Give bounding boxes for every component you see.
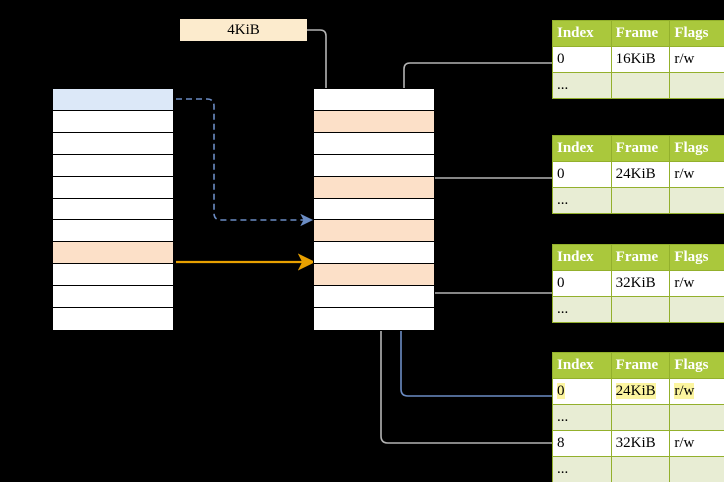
page-table-3-cell — [669, 296, 724, 323]
page-table-3-cell — [610, 296, 671, 323]
wire-pt2-to-frame — [421, 177, 552, 247]
virtual-cell-row-9 — [53, 286, 173, 309]
virtual-cell-row-1 — [53, 110, 173, 133]
page-table-2-row[interactable]: ... — [552, 187, 724, 214]
page-table-3-header-flags: Flags — [669, 244, 724, 271]
page-table-4-cell: r/w — [669, 378, 724, 405]
page-table-4-cell: ... — [552, 404, 612, 431]
wire-pt3-to-frame — [414, 261, 552, 294]
virtual-cell-row-2 — [53, 132, 173, 155]
page-table-2-cell — [610, 187, 671, 214]
page-table-4-cell — [669, 456, 724, 482]
page-table-1-cell: ... — [552, 72, 612, 99]
virtual-cell-row-5 — [53, 198, 173, 221]
page-table-4-cell: 24KiB — [610, 378, 671, 405]
page-table-3-cell: 32KiB — [610, 270, 671, 297]
page-table-4-cell: ... — [552, 456, 612, 482]
page-table-1-header-frame: Frame — [610, 20, 671, 47]
page-table-1-cell: 0 — [552, 46, 612, 73]
physical-cell-row-1 — [314, 110, 434, 133]
page-table-4-row[interactable]: ... — [552, 404, 724, 431]
page-table-1-cell — [669, 72, 724, 99]
physical-cell-row-10 — [314, 308, 434, 330]
virtual-cell-row-4 — [53, 176, 173, 199]
physical-cell-row-8 — [314, 264, 434, 287]
physical-cell-row-2 — [314, 132, 434, 155]
page-table-3-header-frame: Frame — [610, 244, 671, 271]
virtual-cell-row-3 — [53, 154, 173, 177]
virtual-cell-row-10 — [53, 308, 173, 330]
physical-cell-row-6 — [314, 220, 434, 243]
page-table-2-header-frame: Frame — [610, 135, 671, 162]
page-table-4-cell — [610, 456, 671, 482]
page-table-3-cell: ... — [552, 296, 612, 323]
page-table-2-header-index: Index — [552, 135, 612, 162]
virtual-cell-row-7 — [53, 242, 173, 265]
page-table-4-header-flags: Flags — [669, 352, 724, 379]
page-table-4-cell: r/w — [669, 430, 724, 457]
page-table-2-cell — [669, 187, 724, 214]
page-table-2-cell: r/w — [669, 161, 724, 188]
physical-cell-row-7 — [314, 242, 434, 265]
physical-memory-column — [313, 88, 435, 331]
page-table-4-highlighted-value: r/w — [674, 383, 695, 399]
page-table-4-cell: 0 — [552, 378, 612, 405]
page-table-4-cell: 8 — [552, 430, 612, 457]
virtual-cell-row-0 — [53, 89, 173, 111]
page-table-4-header-frame: Frame — [610, 352, 671, 379]
page-table-4-cell — [669, 404, 724, 431]
page-table-2-header-flags: Flags — [669, 135, 724, 162]
page-table-4-cell — [610, 404, 671, 431]
page-size-label-text: 4KiB — [227, 22, 260, 38]
page-size-label: 4KiB — [180, 19, 307, 41]
page-table-3-row[interactable]: ... — [552, 296, 724, 323]
page-table-1-row[interactable]: ... — [552, 72, 724, 99]
page-table-1-header-flags: Flags — [669, 20, 724, 47]
physical-cell-row-5 — [314, 198, 434, 221]
page-table-4-highlighted-value: 24KiB — [615, 383, 656, 399]
physical-cell-row-0 — [314, 89, 434, 111]
page-table-1-cell: r/w — [669, 46, 724, 73]
page-table-4-row[interactable]: 0 24KiB r/w — [552, 378, 724, 405]
virtual-cell-row-6 — [53, 220, 173, 243]
page-table-4-highlighted-value: 0 — [557, 383, 565, 399]
virtual-cell-row-8 — [53, 264, 173, 287]
page-table-1-header-index: Index — [552, 20, 612, 47]
page-table-4-header-index: Index — [552, 352, 612, 379]
page-table-3-header-index: Index — [552, 244, 612, 271]
page-table-2-cell: 0 — [552, 161, 612, 188]
page-table-1-cell: 16KiB — [610, 46, 671, 73]
physical-cell-row-9 — [314, 286, 434, 309]
physical-cell-row-4 — [314, 176, 434, 199]
virtual-address-column — [52, 88, 174, 331]
page-table-4-row[interactable]: ... — [552, 456, 724, 482]
page-table-3-cell: 0 — [552, 270, 612, 297]
page-table-2-cell: 24KiB — [610, 161, 671, 188]
physical-cell-row-3 — [314, 154, 434, 177]
wire-virtual-to-physical-dashed — [176, 98, 314, 227]
page-table-4-cell: 32KiB — [610, 430, 671, 457]
page-table-1-cell — [610, 72, 671, 99]
page-table-2-cell: ... — [552, 187, 612, 214]
page-table-3-cell: r/w — [669, 270, 724, 297]
